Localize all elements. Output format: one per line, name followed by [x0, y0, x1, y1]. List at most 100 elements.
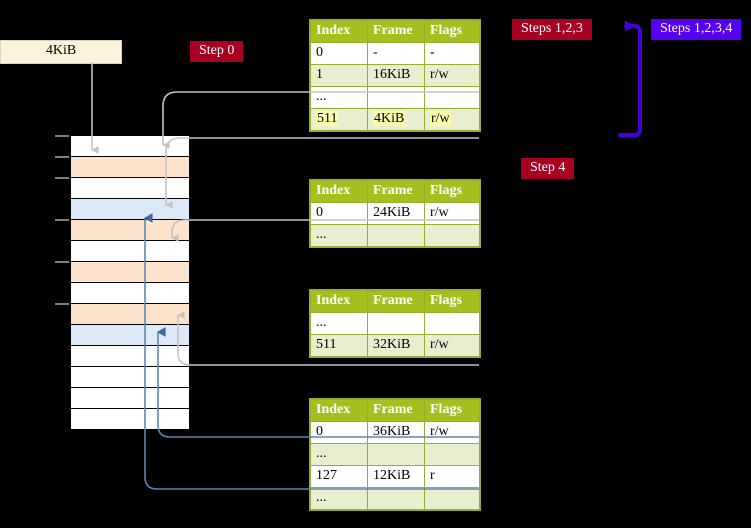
table-cell: [367, 312, 425, 335]
memory-frame-row: [70, 135, 190, 157]
table-cell: 127: [310, 465, 368, 488]
table-cell: ...: [310, 487, 368, 510]
table-cell: 12KiB: [367, 465, 425, 488]
memory-address-tick: [55, 135, 69, 137]
memory-address-tick: [55, 303, 69, 305]
memory-frame-row: [70, 366, 190, 388]
memory-address-tick: [55, 261, 69, 263]
column-header-frame: Frame: [367, 290, 425, 313]
column-header-index: Index: [310, 399, 368, 422]
table-cell: r: [424, 465, 480, 488]
table-cell: r/w: [424, 421, 480, 444]
frame-4kib-box: 4KiB: [0, 40, 122, 64]
column-header-frame: Frame: [367, 20, 425, 43]
memory-frame-row: [70, 303, 190, 325]
memory-frame-row: [70, 345, 190, 367]
table-cell: 511: [310, 334, 368, 357]
badge-steps1234: Steps 1,2,3,4: [651, 19, 742, 40]
table-cell: 1: [310, 64, 368, 87]
table-row: ...: [310, 224, 480, 247]
column-header-frame: Frame: [367, 399, 425, 422]
memory-frame-row: [70, 261, 190, 283]
table-row: ...: [310, 443, 480, 466]
memory-frame-row: [70, 387, 190, 409]
column-header-index: Index: [310, 180, 368, 203]
badge-step4: Step 4: [521, 158, 575, 179]
table-row: ...: [310, 312, 480, 335]
memory-frame-row: [70, 177, 190, 199]
table-cell: -: [424, 42, 480, 65]
badge-steps1234-label: Steps 1,2,3,4: [660, 21, 733, 36]
table-row: 0--: [310, 42, 480, 65]
highlighted-value: 4KiB: [373, 111, 406, 126]
table-cell: ...: [310, 443, 368, 466]
table-cell: [367, 443, 425, 466]
memory-frame-row: [70, 282, 190, 304]
table-cell: 4KiB: [367, 108, 425, 131]
column-header-index: Index: [310, 290, 368, 313]
frame-4kib-label: 4KiB: [45, 43, 77, 58]
memory-frame-row: [70, 408, 190, 430]
badge-steps123: Steps 1,2,3: [512, 19, 592, 40]
table-row: ...: [310, 86, 480, 109]
purple-bracket: [618, 20, 642, 137]
memory-frame-row: [70, 198, 190, 220]
table-cell: [424, 224, 480, 247]
memory-frame-row: [70, 240, 190, 262]
column-header-flags: Flags: [424, 20, 480, 43]
table-cell: 0: [310, 42, 368, 65]
table-cell: r/w: [424, 202, 480, 225]
table-cell: 0: [310, 421, 368, 444]
table-cell: -: [367, 42, 425, 65]
column-header-flags: Flags: [424, 180, 480, 203]
memory-address-tick: [55, 177, 69, 179]
table-cell: ...: [310, 86, 368, 109]
column-header-flags: Flags: [424, 290, 480, 313]
table-cell: [367, 487, 425, 510]
table-cell: r/w: [424, 64, 480, 87]
table-cell: r/w: [424, 334, 480, 357]
memory-frame-row: [70, 324, 190, 346]
badge-step4-label: Step 4: [530, 160, 566, 175]
memory-address-tick: [55, 219, 69, 221]
table-cell: ...: [310, 312, 368, 335]
table-cell: [424, 86, 480, 109]
table-cell: [367, 224, 425, 247]
column-header-frame: Frame: [367, 180, 425, 203]
table-cell: [424, 487, 480, 510]
highlighted-value: 511: [316, 111, 339, 126]
badge-step0: Step 0: [190, 41, 244, 62]
badge-steps123-label: Steps 1,2,3: [521, 21, 583, 36]
memory-frame-row: [70, 219, 190, 241]
table-cell: ...: [310, 224, 368, 247]
table-cell: [424, 443, 480, 466]
table-cell: 0: [310, 202, 368, 225]
badge-step0-label: Step 0: [199, 43, 235, 58]
table-cell: 36KiB: [367, 421, 425, 444]
highlighted-value: r/w: [430, 111, 451, 126]
column-header-flags: Flags: [424, 399, 480, 422]
table-cell: 24KiB: [367, 202, 425, 225]
table-cell: [424, 312, 480, 335]
column-header-index: Index: [310, 20, 368, 43]
table-row: 511 4KiB r/w: [310, 108, 480, 131]
table-cell: 16KiB: [367, 64, 425, 87]
table-row: ...: [310, 487, 480, 510]
physical-memory-column: [55, 135, 190, 430]
table-cell: 511: [310, 108, 368, 131]
memory-frame-row: [70, 156, 190, 178]
